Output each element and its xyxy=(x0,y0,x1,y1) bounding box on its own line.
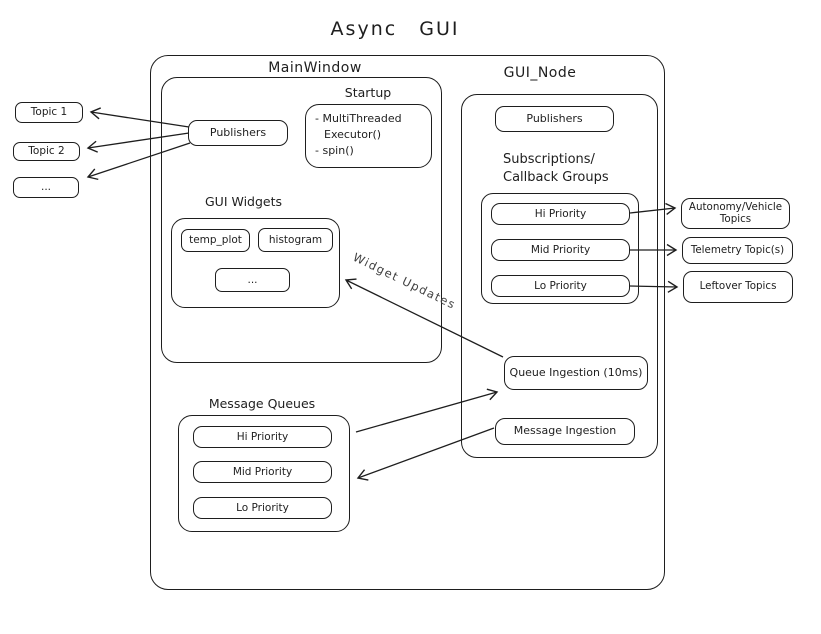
queue-lo-priority-box: Lo Priority xyxy=(193,497,332,519)
gui-widgets-box xyxy=(171,218,340,308)
autonomy-vehicle-topics-box: Autonomy/Vehicle Topics xyxy=(681,198,790,229)
queue-ingestion-box: Queue Ingestion (10ms) xyxy=(504,356,648,390)
leftover-topics-box: Leftover Topics xyxy=(683,271,793,303)
mainwindow-publishers-box: Publishers xyxy=(188,120,288,146)
startup-line-1: - MultiThreaded xyxy=(315,112,402,125)
startup-notes: - MultiThreaded Executor() - spin() xyxy=(315,111,427,159)
gui-widgets-label: GUI Widgets xyxy=(205,194,283,209)
subscriptions-label-line1: Subscriptions/ xyxy=(503,152,595,167)
queue-mid-priority-box: Mid Priority xyxy=(193,461,332,483)
system-boundary-box xyxy=(150,55,665,590)
topic-2-box: Topic 2 xyxy=(13,142,80,161)
widget-more-box: ... xyxy=(215,268,290,292)
widget-histogram-box: histogram xyxy=(258,228,333,252)
gui-node-label: GUI_Node xyxy=(503,65,577,81)
startup-label: Startup xyxy=(344,85,392,100)
telemetry-topics-box: Telemetry Topic(s) xyxy=(682,237,793,264)
subscriptions-label-line2: Callback Groups xyxy=(503,170,609,185)
gui-node-box xyxy=(461,94,658,458)
widget-temp-plot-box: temp_plot xyxy=(181,229,250,252)
topic-more-box: ... xyxy=(13,177,79,198)
subscription-mid-priority-box: Mid Priority xyxy=(491,239,630,261)
topic-1-box: Topic 1 xyxy=(15,102,83,123)
message-ingestion-box: Message Ingestion xyxy=(495,418,635,445)
message-queues-label: Message Queues xyxy=(208,396,316,411)
subscription-hi-priority-box: Hi Priority xyxy=(491,203,630,225)
mainwindow-box xyxy=(161,77,442,363)
startup-box xyxy=(305,104,432,168)
subscriptions-label: Subscriptions/ Callback Groups xyxy=(503,151,609,187)
subscription-lo-priority-box: Lo Priority xyxy=(491,275,630,297)
diagram-title: Async GUI xyxy=(330,18,460,40)
queue-hi-priority-box: Hi Priority xyxy=(193,426,332,448)
gui-node-publishers-box: Publishers xyxy=(495,106,614,132)
startup-line-2: Executor() xyxy=(324,128,382,141)
callback-groups-box xyxy=(481,193,639,304)
message-queues-box xyxy=(178,415,350,532)
mainwindow-label: MainWindow xyxy=(268,60,362,76)
startup-line-3: - spin() xyxy=(315,144,354,157)
